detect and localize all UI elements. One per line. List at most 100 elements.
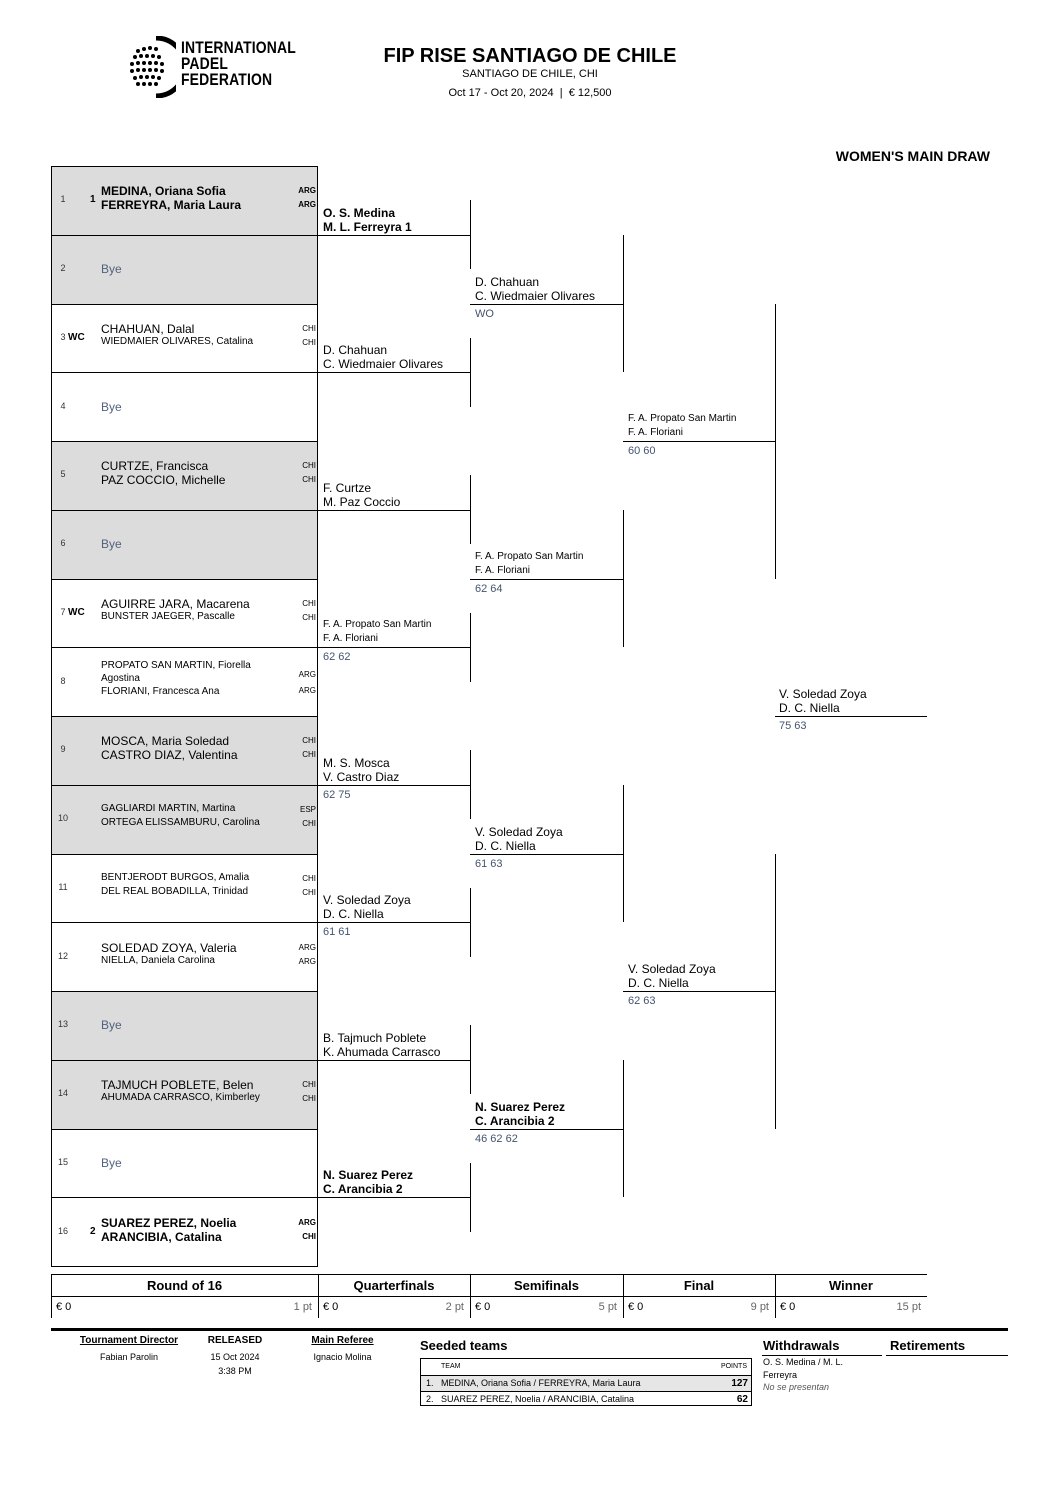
round-prize: € 0	[628, 1301, 644, 1313]
player-2-name: ORTEGA ELISSAMBURU, Carolina	[101, 817, 260, 829]
player-2-nation: CHI	[302, 1231, 316, 1241]
winner-line-1: N. Suarez Perez	[323, 1168, 414, 1183]
champion-line-2: D. C. Niella	[779, 701, 840, 715]
round-points: 5 pt	[598, 1301, 617, 1313]
player-2-nation: CHI	[302, 887, 316, 897]
player-2-nation: CHI	[302, 819, 316, 829]
seeded-points-2: 62	[736, 1394, 748, 1405]
player-2-name: FLORIANI, Francesca Ana	[101, 685, 220, 697]
seeded-team-2: SUAREZ PEREZ, Noelia / ARANCIBIA, Catali…	[441, 1394, 635, 1404]
player-1-nation: CHI	[302, 873, 316, 883]
draw-slot	[51, 1059, 318, 1129]
player-1-nation: ARG	[298, 1217, 316, 1227]
bye-label: Bye	[101, 537, 122, 552]
player-2-nation: CHI	[302, 1094, 316, 1104]
bracket-line	[470, 578, 623, 580]
bracket-line	[470, 853, 623, 855]
bracket-line	[318, 784, 470, 786]
footer-rule	[51, 1328, 1008, 1331]
draw-slot	[51, 784, 318, 854]
bracket-connector	[470, 887, 471, 957]
winner-line-1: N. Suarez Perez	[475, 1099, 566, 1114]
player-1-nation: ARG	[298, 942, 316, 952]
seeded-title: Seeded teams	[420, 1338, 508, 1353]
released-date: 15 Oct 2024	[210, 1352, 260, 1362]
slot-divider	[51, 647, 318, 649]
round-prize: € 0	[475, 1301, 491, 1313]
slot-divider	[51, 166, 318, 167]
slot-number: 1	[60, 194, 66, 205]
fip-logo: INTERNATIONAL PADEL FEDERATION	[128, 36, 296, 98]
slot-number: 15	[57, 1156, 68, 1167]
seeded-team-1: MEDINA, Oriana Sofia / FERREYRA, Maria L…	[441, 1378, 641, 1388]
bracket-connector	[470, 475, 471, 545]
player-1-nation: CHI	[302, 598, 316, 608]
draw-slot	[51, 647, 318, 717]
player-2-nation: ARG	[298, 956, 316, 966]
player-1-name: AGUIRRE JARA, Macarena	[101, 596, 250, 611]
winner-line-2: F. A. Floriani	[475, 564, 531, 576]
withdrawal-reason: No se presentan	[763, 1382, 830, 1392]
winner-line-2: C. Wiedmaier Olivares	[475, 288, 596, 303]
draw-slot	[51, 441, 318, 510]
bracket-connector	[623, 509, 624, 648]
tournament-location: SANTIAGO DE CHILE, CHI	[462, 68, 598, 80]
seeded-row-2: 2. SUAREZ PEREZ, Noelia / ARANCIBIA, Cat…	[421, 1391, 751, 1407]
bracket-line	[623, 441, 775, 442]
rounds-rule-top	[51, 1274, 927, 1275]
player-1-nation: ESP	[299, 805, 316, 815]
match-score: 60 60	[628, 445, 656, 457]
round-points: 1 pt	[293, 1301, 312, 1313]
logo-line-2: PADEL	[181, 54, 229, 73]
match-score: 62 63	[628, 995, 656, 1007]
seeded-table: TEAM POINTS 1. MEDINA, Oriana Sofia / FE…	[420, 1358, 752, 1406]
tournament-title: FIP RISE SANTIAGO DE CHILE	[383, 45, 677, 67]
draw-slot	[51, 166, 318, 235]
player-1-name: SUAREZ PEREZ, Noelia	[101, 1215, 237, 1230]
champion-line-1: V. Soledad Zoya	[779, 687, 867, 701]
winner-line-1: F. Curtze	[323, 480, 372, 495]
winner-line-1: V. Soledad Zoya	[475, 824, 563, 839]
withdrawal-team-b: Ferreyra	[763, 1370, 798, 1380]
slot-number: 14	[57, 1088, 68, 1099]
player-2-name: FERREYRA, Maria Laura	[101, 198, 242, 213]
winner-line-1: V. Soledad Zoya	[323, 893, 411, 908]
slot-divider	[51, 372, 318, 374]
player-1-name: MOSCA, Maria Soledad	[101, 734, 230, 749]
round-prize: € 0	[56, 1301, 72, 1313]
bye-label: Bye	[101, 1155, 122, 1170]
player-2-nation: CHI	[302, 612, 316, 622]
round-prize: € 0	[780, 1301, 796, 1313]
winner-line-2: F. A. Floriani	[628, 427, 684, 438]
slot-divider	[51, 509, 318, 511]
referee-title: Main Referee	[311, 1335, 374, 1346]
round-points: 2 pt	[445, 1301, 464, 1313]
referee-name: Ignacio Molina	[313, 1352, 372, 1362]
bracket-connector	[470, 612, 471, 682]
slot-divider	[51, 784, 318, 786]
player-2-nation: ARG	[298, 200, 316, 210]
slot-divider	[51, 441, 318, 442]
released-title: RELEASED	[207, 1335, 263, 1346]
winner-line-2: V. Castro Diaz	[323, 769, 400, 784]
draw-slot	[51, 303, 318, 373]
winner-line-2: D. C. Niella	[323, 907, 384, 922]
slot-divider	[51, 1266, 318, 1267]
draw-slot	[51, 509, 318, 579]
player-2-nation: CHI	[302, 750, 316, 760]
player-1-name: GAGLIARDI MARTIN, Martina	[101, 803, 236, 815]
bracket-line	[318, 1059, 470, 1061]
slot-divider	[51, 234, 318, 236]
slot-divider	[51, 716, 318, 717]
bye-label: Bye	[101, 399, 122, 414]
winner-line-1: D. Chahuan	[323, 343, 388, 358]
slot-divider	[51, 991, 318, 992]
winner-line-1: D. Chahuan	[475, 274, 540, 289]
round-label: Round of 16	[146, 1278, 223, 1293]
slot-number: 9	[60, 744, 66, 755]
winner-line-2: F. A. Floriani	[323, 633, 379, 645]
bracket-connector	[470, 1162, 471, 1232]
player-2-name: WIEDMAIER OLIVARES, Catalina	[101, 335, 254, 347]
round-points: 9 pt	[750, 1301, 769, 1313]
match-score: 62 75	[323, 788, 351, 801]
